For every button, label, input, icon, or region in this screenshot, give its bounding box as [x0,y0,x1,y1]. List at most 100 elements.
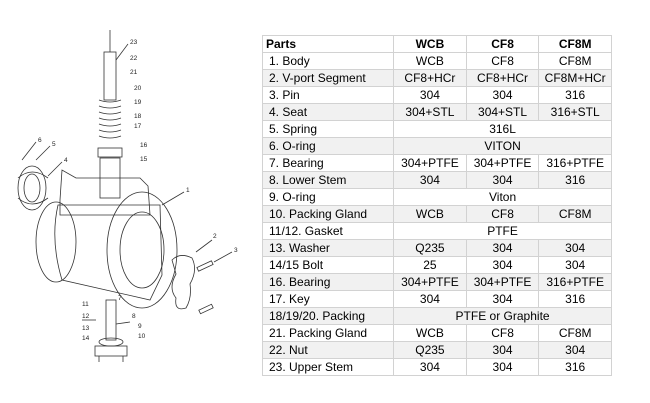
material-cell: 316L [393,120,612,138]
material-cell: CF8M [538,324,612,342]
material-cell: WCB [393,324,467,342]
spring-shape [17,171,49,205]
callout-labels: 23 22 21 20 19 18 17 16 15 1 2 3 6 5 4 1… [38,39,238,342]
part-name: 4. Seat [261,103,395,121]
part-name: 13. Washer [261,239,395,257]
material-cell: CF8+HCr [465,69,540,87]
callout-1: 1 [186,187,190,194]
material-cell: 316 [538,290,612,308]
callout-13: 13 [82,325,90,332]
part-name: 11/12. Gasket [261,222,395,240]
part-name: 17. Key [261,290,395,308]
callout-19: 19 [134,99,142,106]
material-cell: Q235 [393,341,467,359]
part-name: 16. Bearing [261,273,395,291]
pin-shape [198,303,214,315]
part-name: 22. Nut [261,341,395,359]
lower-stem-shape [105,299,117,341]
flange-bore-shape [119,211,165,289]
callout-23: 23 [130,39,138,46]
callout-12: 12 [82,313,90,320]
callout-18: 18 [134,113,142,120]
material-cell: 304+STL [465,103,540,121]
packing-stack-shape [98,99,122,139]
callout-4: 4 [64,157,68,164]
material-cell: CF8M+HCr [538,69,612,87]
part-name: 21. Packing Gland [261,324,395,342]
material-cell: 316 [538,171,612,189]
packing-gland-shape [97,147,123,158]
seat-bore-shape [23,173,41,203]
v-port-segment-shape [171,255,195,310]
callout-2: 2 [213,233,217,240]
material-cell: CF8+HCr [393,69,467,87]
part-name: 1. Body [261,52,395,70]
callout-14: 14 [82,335,90,342]
valve-top-body-shape [59,169,151,216]
table-header-row: Parts WCB CF8 CF8M [261,35,612,53]
callout-16: 16 [140,142,148,149]
header-wcb: WCB [393,35,467,53]
part-name: 7. Bearing [261,154,395,172]
material-cell: PTFE [393,222,612,240]
callout-22: 22 [130,55,138,62]
callout-17: 17 [134,123,142,130]
material-cell: 304 [538,341,612,359]
header-parts: Parts [261,35,395,53]
material-cell: PTFE or Graphite [393,307,612,325]
material-cell: 304+PTFE [393,154,467,172]
part-name: 3. Pin [261,86,395,104]
material-cell: 304 [465,86,540,104]
callout-15: 15 [140,156,148,163]
material-cell: 316 [538,358,612,376]
material-cell: 304+STL [393,103,467,121]
material-cell: Q235 [393,239,467,257]
material-cell: 304 [538,256,612,274]
material-cell: 25 [393,256,467,274]
callout-7: 7 [118,295,122,302]
pin-shape [196,260,214,272]
material-cell: 304 [465,358,540,376]
material-cell: CF8M [538,205,612,223]
material-cell: 304 [465,256,540,274]
material-cell: 304 [393,171,467,189]
part-name: 18/19/20. Packing [261,307,395,325]
material-cell: WCB [393,52,467,70]
material-cell: Viton [393,188,612,206]
part-name: 23. Upper Stem [261,358,395,376]
callout-5: 5 [52,141,56,148]
seat-shape [17,165,47,211]
part-name: 14/15 Bolt [261,256,395,274]
callout-21: 21 [130,69,138,76]
material-cell: 304 [393,290,467,308]
material-cell: 304 [465,239,540,257]
material-cell: CF8 [465,52,540,70]
material-cell: WCB [393,205,467,223]
part-name: 2. V-port Segment [261,69,395,87]
material-cell: 304 [393,358,467,376]
material-cell: CF8M [538,52,612,70]
bottom-cover-shape [94,345,128,357]
material-cell: 304+PTFE [465,273,540,291]
valve-exploded-drawing: 23 22 21 20 19 18 17 16 15 1 2 3 6 5 4 1… [17,30,238,362]
callout-8: 8 [132,313,136,320]
material-cell: 304 [465,171,540,189]
